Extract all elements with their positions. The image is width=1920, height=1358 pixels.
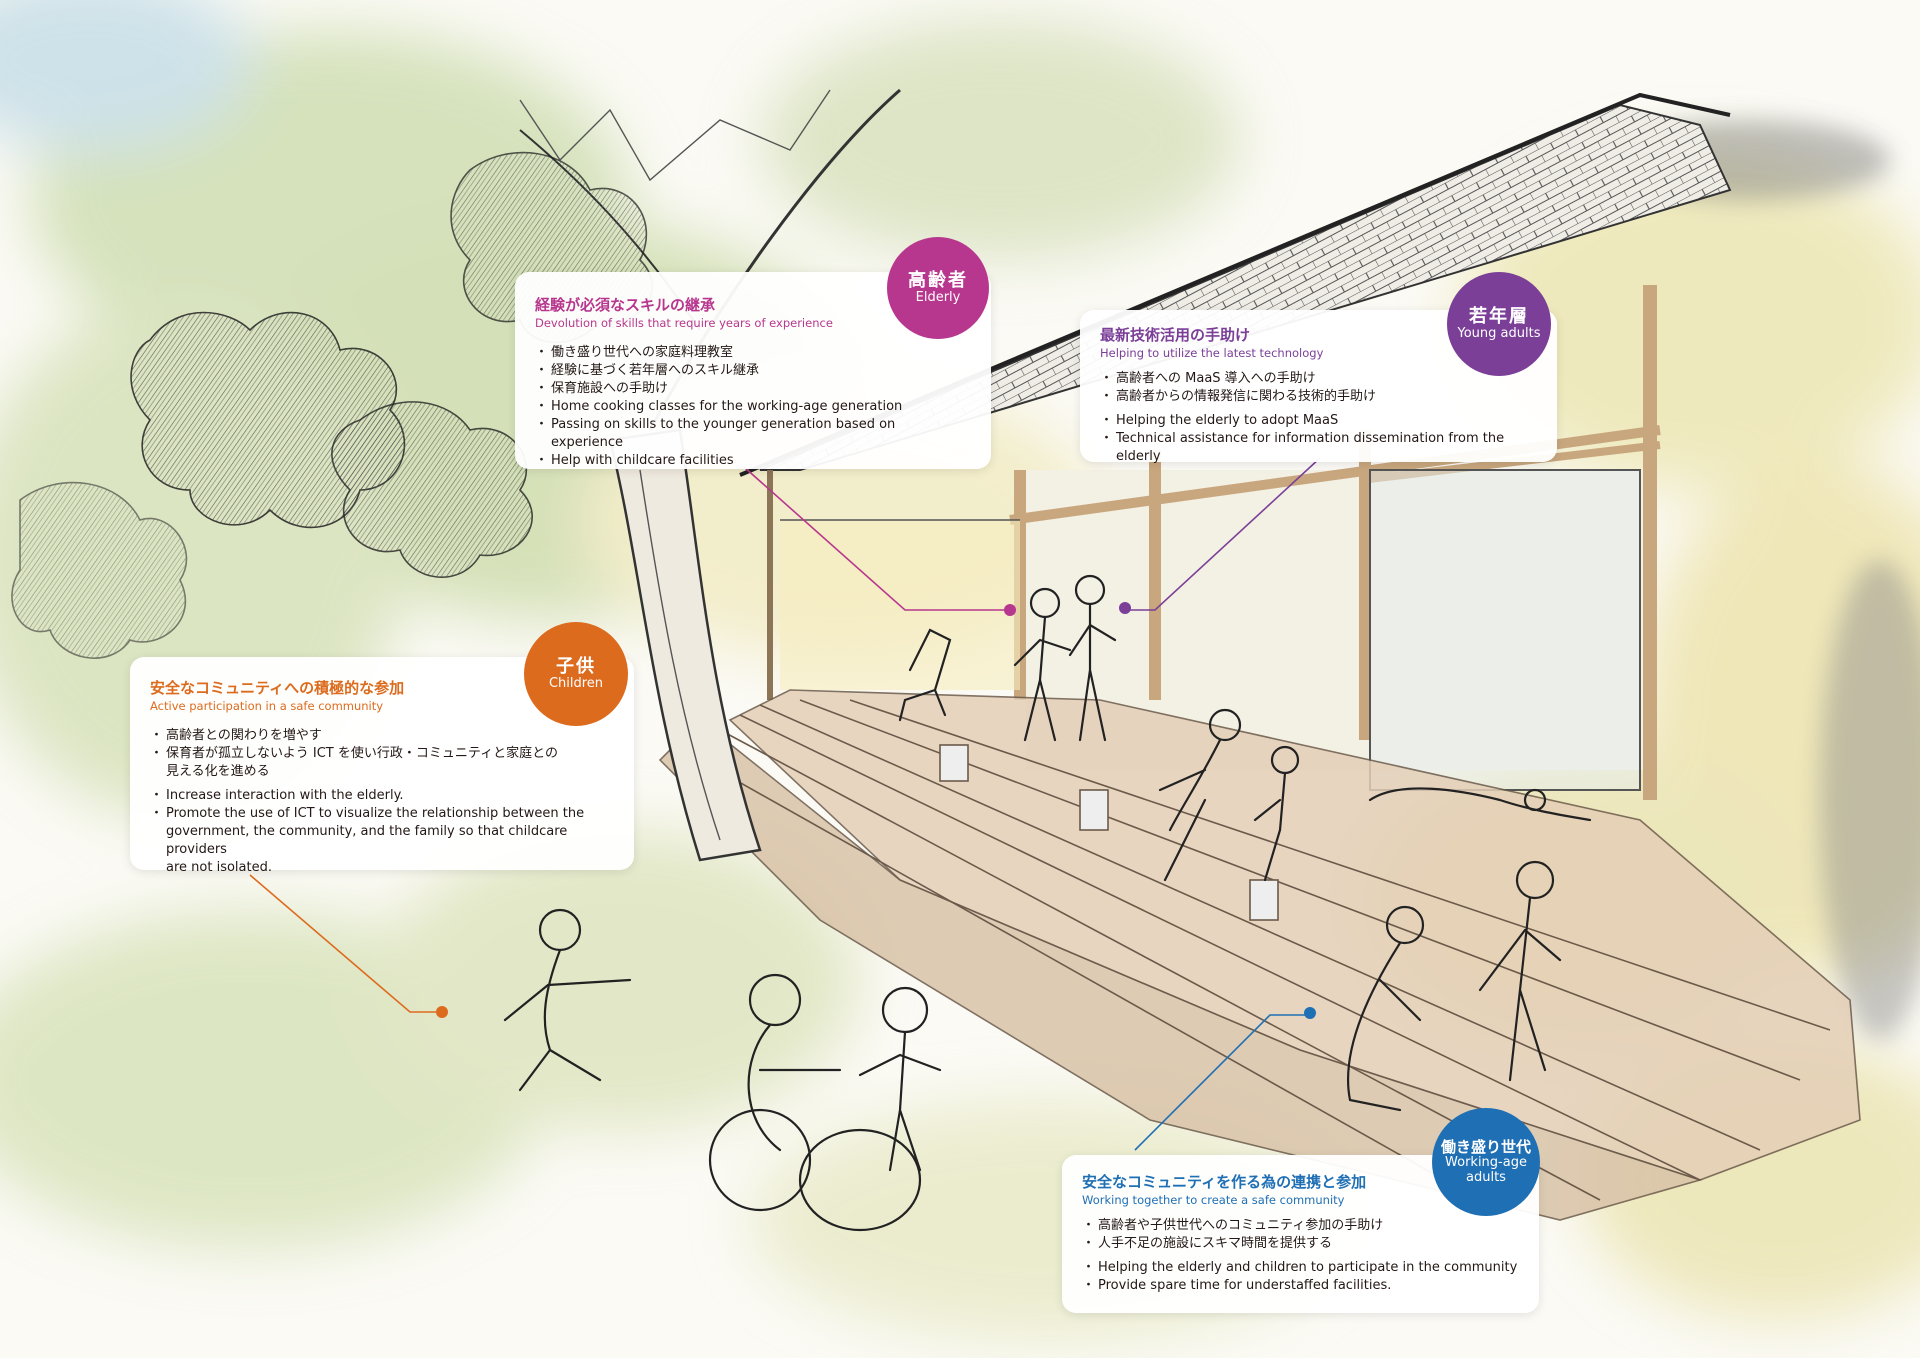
wooden-deck-icon <box>658 689 1861 1221</box>
working-badge-en-1: Working-age <box>1445 1155 1527 1171</box>
children-item-list: 高齢者との関わりを増やす 保育者が孤立しないよう ICT を使い行政・コミュニテ… <box>150 727 614 877</box>
working-badge-jp: 働き盛り世代 <box>1440 1138 1531 1157</box>
young-title-jp: 最新技術活用の手助け <box>1100 326 1251 344</box>
people-sketch-icon <box>503 574 1592 1232</box>
elderly-badge: 高齢者 Elderly <box>887 237 989 339</box>
list-item: 保育施設への手助け <box>535 380 971 398</box>
young-adults-badge: 若年層 Young adults <box>1447 272 1551 376</box>
young-adults-info-card: 最新技術活用の手助け Helping to utilize the latest… <box>1080 310 1557 464</box>
young-badge-jp: 若年層 <box>1469 305 1529 327</box>
working-item-list: 高齢者や子供世代へのコミュニティ参加の手助け 人手不足の施設にスキマ時間を提供す… <box>1082 1217 1519 1295</box>
list-item: Helping the elderly to adopt MaaS <box>1100 412 1537 430</box>
list-item: 高齢者との関わりを増やす <box>150 727 614 745</box>
working-title-jp: 安全なコミュニティを作る為の連携と参加 <box>1082 1173 1367 1191</box>
elderly-badge-jp: 高齢者 <box>908 269 968 291</box>
elderly-title-jp: 経験が必須なスキルの継承 <box>535 296 716 314</box>
young-item-list: 高齢者への MaaS 導入への手助け 高齢者からの情報発信に関わる技術的手助け … <box>1100 370 1537 466</box>
list-item: 保育者が孤立しないよう ICT を使い行政・コミュニティと家庭との <box>150 745 614 763</box>
list-item-continuation: 見える化を進める <box>166 764 270 780</box>
list-item-continuation: are not isolated. <box>166 860 272 876</box>
working-badge-en-2: adults <box>1466 1170 1506 1185</box>
children-badge: 子供 Children <box>524 622 628 726</box>
list-item: Home cooking classes for the working-age… <box>535 398 971 416</box>
list-item: Technical assistance for information dis… <box>1100 430 1537 466</box>
list-item: 高齢者からの情報発信に関わる技術的手助け <box>1100 388 1537 406</box>
list-item: Provide spare time for understaffed faci… <box>1082 1277 1519 1295</box>
list-item: Passing on skills to the younger generat… <box>535 416 971 452</box>
elderly-item-list: 働き盛り世代への家庭料理教室 経験に基づく若年層へのスキル継承 保育施設への手助… <box>535 344 971 470</box>
children-badge-jp: 子供 <box>556 655 596 677</box>
list-item: Promote the use of ICT to visualize the … <box>150 805 614 823</box>
list-item: Help with childcare facilities <box>535 452 971 470</box>
working-title-en: Working together to create a safe commun… <box>1082 1192 1345 1207</box>
elderly-title-en: Devolution of skills that require years … <box>535 315 833 330</box>
elderly-badge-en: Elderly <box>915 290 961 306</box>
list-item: Helping the elderly and children to part… <box>1082 1259 1519 1277</box>
working-age-badge: 働き盛り世代 Working-age adults <box>1432 1108 1540 1216</box>
leader-lines <box>249 457 1321 1151</box>
list-item: 高齢者への MaaS 導入への手助け <box>1100 370 1537 388</box>
list-item: 人手不足の施設にスキマ時間を提供する <box>1082 1235 1519 1253</box>
list-item: 働き盛り世代への家庭料理教室 <box>535 344 971 362</box>
elderly-info-card: 経験が必須なスキルの継承 Devolution of skills that r… <box>515 272 991 470</box>
list-item: Increase interaction with the elderly. <box>150 787 614 805</box>
working-age-info-card: 安全なコミュニティを作る為の連携と参加 Working together to … <box>1062 1155 1539 1313</box>
list-item-continuation: government, the community, and the famil… <box>166 824 568 858</box>
children-badge-en: Children <box>548 676 604 692</box>
list-item: 経験に基づく若年層へのスキル継承 <box>535 362 971 380</box>
children-title-en: Active participation in a safe community <box>150 698 384 713</box>
young-badge-en: Young adults <box>1457 326 1541 342</box>
tree-icon <box>11 88 901 862</box>
children-title-jp: 安全なコミュニティへの積極的な参加 <box>150 679 405 697</box>
list-item: 高齢者や子供世代へのコミュニティ参加の手助け <box>1082 1217 1519 1235</box>
young-title-en: Helping to utilize the latest technology <box>1100 345 1324 360</box>
